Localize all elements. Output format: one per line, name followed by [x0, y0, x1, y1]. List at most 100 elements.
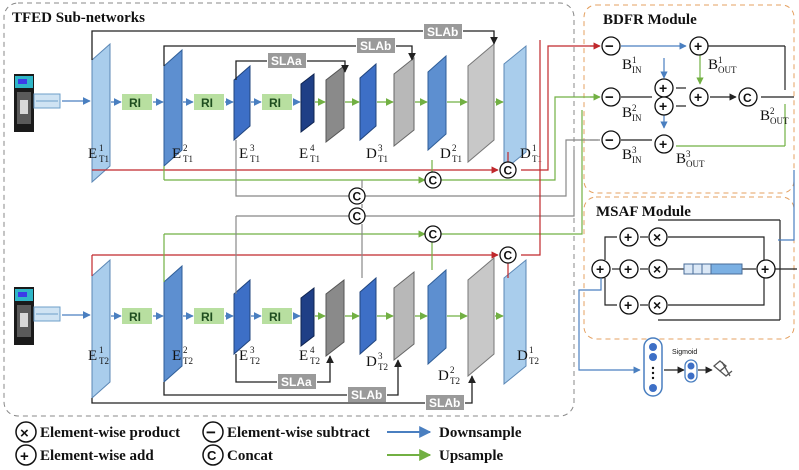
add-node-bdfr-top-sym: + — [694, 38, 702, 54]
legend: × Element-wise product − Element-wise su… — [15, 421, 522, 466]
label-b-out-1-sup: 1 — [718, 55, 723, 65]
subtract-node-2-sym: − — [605, 89, 614, 106]
concat-nodes: C C C C C C — [348, 161, 517, 264]
concat-node-d1-t2-sym: C — [504, 249, 513, 263]
concat-node-d2-t2 — [424, 225, 442, 243]
legend-concat-sym: C — [207, 448, 217, 463]
add-node-msaf-mid-sym: + — [624, 261, 632, 277]
label-e4-t2-sup: 4 — [310, 345, 315, 355]
label-e2-t1: E — [172, 146, 181, 162]
product-node-msaf-top-sym: × — [653, 229, 661, 245]
legend-upsample-label: Upsample — [439, 448, 504, 464]
label-e3-t1-sup: 3 — [250, 143, 255, 153]
product-node-msaf-bottom — [648, 295, 668, 315]
feature-e4-t2 — [300, 286, 315, 348]
label-b-out-3-sup: 3 — [686, 149, 691, 159]
feature-d1-t1 — [503, 44, 527, 172]
label-e3-t1: E — [239, 146, 248, 162]
label-e4-t2-sub: T2 — [310, 356, 320, 366]
add-node-bdfr-mid1-sym: + — [659, 80, 667, 96]
add-node-bdfr-mid3 — [654, 96, 674, 116]
label-e1-t1-sub: T1 — [99, 154, 109, 164]
concat-node-d1-t1-sym: C — [504, 164, 513, 178]
label-e3-t1-sub: T1 — [250, 154, 260, 164]
sla-b-block-2-t1 — [424, 24, 462, 39]
concat-node-bdfr — [738, 87, 758, 107]
sla-b-label-2-t2: SLAb — [429, 396, 460, 410]
subtract-node-1 — [601, 36, 621, 56]
add-node-msaf-mid — [619, 259, 639, 279]
label-b-in-1-sup: 1 — [632, 55, 637, 65]
add-node-bdfr-bottom — [654, 134, 674, 154]
label-e4-t2: E — [299, 348, 308, 364]
add-node-msaf-left-sym: + — [596, 261, 604, 277]
subtract-node-2 — [601, 87, 621, 107]
sla-b-block-1-t2 — [348, 387, 386, 402]
label-e1-t2-sup: 1 — [99, 345, 104, 355]
bdfr-title: BDFR Module — [603, 12, 697, 28]
feature-d2-t1 — [427, 54, 447, 152]
legend-product-icon — [15, 421, 37, 443]
legend-concat-label: Concat — [227, 448, 273, 464]
label-d1-t2: D — [517, 348, 528, 364]
ri-block-3-t2 — [262, 308, 292, 324]
label-b-in-2-sub: IN — [632, 113, 642, 123]
label-b-out-2-sub: OUT — [770, 116, 789, 126]
ri-label-3-t2: RI — [269, 310, 281, 324]
feature-mid2-t1 — [393, 56, 415, 148]
feature-d3-t1 — [359, 62, 377, 142]
add-node-bdfr-mid2 — [689, 87, 709, 107]
feature-mid3-t2 — [467, 256, 495, 378]
label-d1-t1-sup: 1 — [532, 143, 537, 153]
label-d1-t1: D — [520, 146, 531, 162]
add-node-msaf-bottom — [619, 295, 639, 315]
label-e1-t1-sup: 1 — [99, 143, 104, 153]
t1-flow-arrows — [62, 30, 504, 106]
add-node-msaf-top — [619, 227, 639, 247]
label-d2-t1-sub: T1 — [452, 154, 462, 164]
label-e2-t2-sup: 2 — [183, 345, 188, 355]
feature-e2-t1 — [163, 48, 183, 168]
concat-node-bdfr-sym: C — [743, 91, 752, 105]
concat-node-mid-2 — [348, 207, 366, 225]
sigmoid-label: Sigmoid — [672, 349, 697, 356]
label-d2-t2-sup: 2 — [450, 365, 455, 375]
feature-e3-t1 — [233, 64, 251, 142]
label-e3-t2: E — [239, 348, 248, 364]
output-vector — [643, 337, 663, 397]
product-node-msaf-mid-sym: × — [653, 261, 661, 277]
legend-product-sym: × — [20, 425, 29, 442]
label-b-out-2-sup: 2 — [770, 106, 775, 116]
stream-t1 — [91, 42, 527, 184]
subtract-node-1-sym: − — [605, 38, 614, 55]
sla-b-label-1-t2: SLAb — [351, 388, 382, 402]
feature-mid3-t1 — [467, 42, 495, 164]
msaf-frame — [583, 196, 795, 340]
legend-subtract-sym: − — [206, 423, 216, 442]
legend-add-sym: + — [20, 448, 29, 465]
product-node-msaf-mid — [648, 259, 668, 279]
label-b-out-2: B — [760, 108, 770, 124]
legend-add-label: Element-wise add — [40, 448, 154, 464]
concat-node-d1-t2 — [499, 246, 517, 264]
bdfr-labels: B 1 IN B 2 IN B 3 IN B 1 OUT B 2 OUT B 3… — [622, 55, 789, 169]
subtract-node-3-sym: − — [605, 132, 614, 149]
change-map-icon — [712, 360, 733, 377]
ri-label-1-t1: RI — [129, 96, 141, 110]
label-e4-t1: E — [299, 146, 308, 162]
label-d3-t1-sup: 3 — [378, 143, 383, 153]
label-d2-t1: D — [440, 146, 451, 162]
output-pair — [684, 359, 698, 383]
label-d1-t2-sup: 1 — [529, 345, 534, 355]
label-d3-t1: D — [366, 146, 377, 162]
ri-label-1-t2: RI — [129, 310, 141, 324]
ri-block-1-t2 — [122, 308, 152, 324]
label-e2-t1-sub: T1 — [183, 154, 193, 164]
label-d1-t2-sub: T2 — [529, 356, 539, 366]
feature-d3-t2 — [359, 276, 377, 356]
concat-node-mid-1-sym: C — [353, 190, 362, 204]
bdfr-frame — [583, 4, 795, 194]
label-d1-t1-sub: T1 — [532, 154, 542, 164]
label-b-in-2-sup: 2 — [632, 103, 637, 113]
